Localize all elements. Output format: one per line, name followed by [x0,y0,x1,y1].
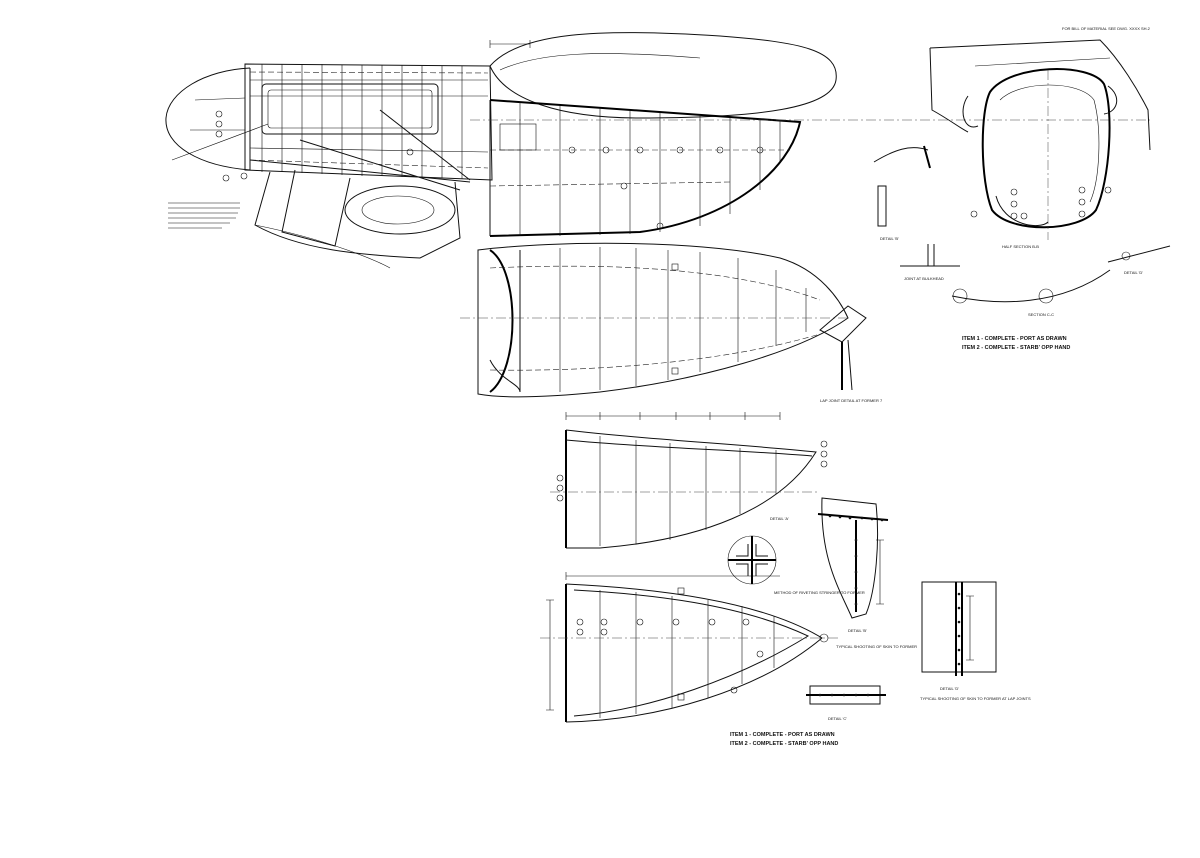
elevator-plan-view [540,572,840,723]
detail-d-lower: DETAIL 'D' TYPICAL SHOOTING OF SKIN TO F… [920,581,1031,701]
typical-shooting-b: TYPICAL SHOOTING OF SKIN TO FORMER AT LA… [920,696,1031,701]
material-note: FOR BILL OF MATERIAL SEE DWG. XXXX SH.2 [1062,26,1151,31]
detail-d-label: DETAIL 'D' [1124,270,1143,275]
item1-top: ITEM 1 - COMPLETE - PORT AS DRAWN [962,336,1067,342]
plan-view [460,242,849,398]
items-top: ITEM 1 - COMPLETE - PORT AS DRAWN ITEM 2… [962,336,1070,351]
section-view: FOR BILL OF MATERIAL SEE DWG. XXXX SH.2 … [929,26,1171,317]
detail-a-label: DETAIL 'A' [770,516,789,521]
items-bottom: ITEM 1 - COMPLETE - PORT AS DRAWN ITEM 2… [730,732,838,747]
half-section-label: HALF SECTION B-B [1002,244,1039,249]
detail-c: DETAIL 'C' [806,685,886,721]
item2-top: ITEM 2 - COMPLETE - STARB' OPP HAND [962,345,1070,351]
lap-joint-detail: LAP JOINT DETAIL AT FORMER 7 [819,305,883,403]
fin-side-view [470,32,1150,237]
section-cc-label: SECTION C-C [1028,312,1054,317]
detail-b-top-label: DETAIL 'B' [880,236,899,241]
nacelle-side-view [165,63,493,269]
item2-bottom: ITEM 2 - COMPLETE - STARB' OPP HAND [730,741,838,747]
joint-bulkhead-label: JOINT AT BULKHEAD [904,276,944,281]
method-note: METHOD OF RIVETING STRINGER TO FORMER [774,590,865,595]
detail-b-label: DETAIL 'B' [848,628,867,633]
detail-d-lower-label: DETAIL 'D' [940,686,959,691]
detail-a: DETAIL 'A' METHOD OF RIVETING STRINGER T… [727,516,865,595]
elevator-side-view [550,412,828,549]
lap-joint-label: LAP JOINT DETAIL AT FORMER 7 [820,398,883,403]
detail-b-top: DETAIL 'B' JOINT AT BULKHEAD [873,145,960,281]
detail-b-lower: DETAIL 'B' TYPICAL SHOOTING OF SKIN TO F… [817,497,917,649]
typical-shooting-a: TYPICAL SHOOTING OF SKIN TO FORMER [836,644,917,649]
detail-c-label: DETAIL 'C' [828,716,847,721]
item1-bottom: ITEM 1 - COMPLETE - PORT AS DRAWN [730,732,835,738]
